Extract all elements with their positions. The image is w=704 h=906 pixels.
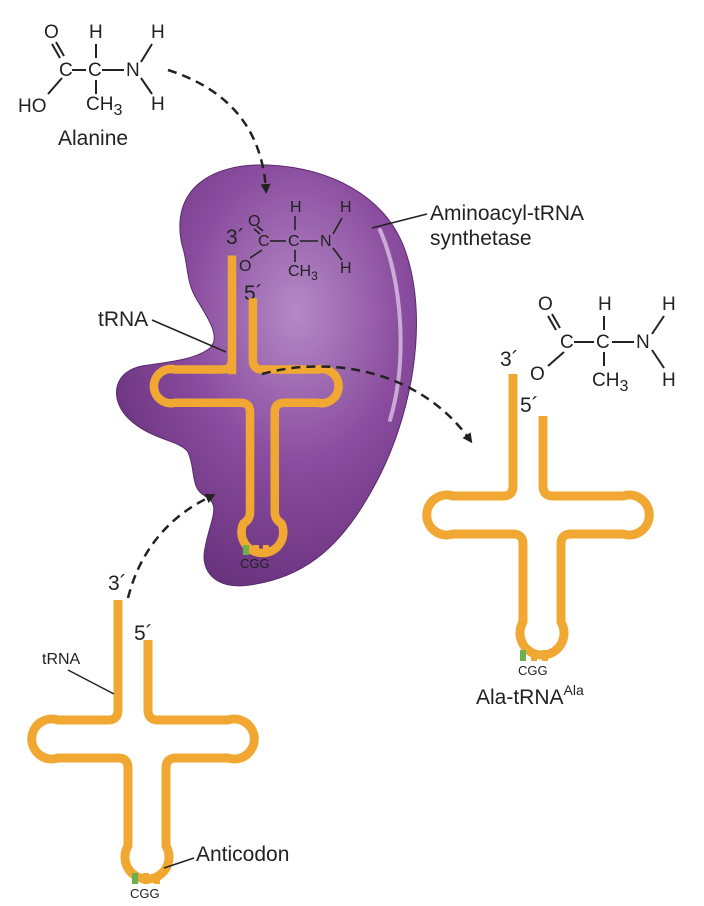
product-alanine: O C C H N H H O CH3 [530,294,676,395]
product-ch3: CH3 [592,370,628,395]
alanine-h-alpha: H [89,22,103,43]
alanine-o: O [44,22,59,43]
product-c2: C [596,332,610,353]
bound-alanine: O C C H N H H O CH3 [239,199,352,283]
alanine-n: N [126,60,140,81]
synthetase-label-line2: synthetase [430,227,532,250]
product-trna-5prime: 5´ [520,394,539,417]
product-anticodon-bases [520,650,548,661]
product-anticodon-seq: CGG [518,663,548,678]
free-trna-5prime: 5´ [134,622,153,645]
bound-trna-3prime: 3´ [226,226,245,249]
product-label: Ala-tRNAAla [476,682,584,709]
alanine-c1: C [59,60,73,81]
bound-h-alpha: H [290,199,302,216]
free-trna-label: tRNA [42,651,81,668]
bound-o-ester: O [239,258,251,275]
bound-c1: C [258,233,270,250]
product-h2: H [662,370,676,391]
enzyme-highlight [378,228,403,422]
product-o-top: O [538,294,553,315]
arrow-alanine-to-enzyme [167,68,271,194]
bound-anticodon-seq: CGG [240,556,270,571]
free-anticodon-seq: CGG [130,886,160,901]
arrow-enzyme-to-product [261,365,473,444]
product-h-alpha: H [598,294,612,315]
bound-ch3: CH3 [288,263,318,283]
product-h1: H [662,294,676,315]
alanine-ch3: CH3 [86,94,122,119]
bound-h2: H [340,260,352,277]
anticodon-label: Anticodon [196,843,289,866]
alanine-molecule: O HO C H C N H H CH3 [18,22,165,119]
product-o-ester: O [530,364,545,385]
bound-c2: C [288,233,300,250]
alanine-label: Alanine [58,127,128,150]
free-anticodon-bases [132,873,160,884]
bound-h1: H [340,199,352,216]
free-trna-3prime: 3´ [108,572,127,595]
alanine-ho: HO [18,96,47,117]
alanine-h2: H [151,94,165,115]
product-c1: C [560,332,574,353]
synthetase-label-line1: Aminoacyl-tRNA [430,202,584,225]
arrow-trna-to-enzyme [126,493,216,599]
bound-anticodon-bases [243,545,269,555]
product-n: N [636,332,650,353]
alanine-c2: C [88,60,102,81]
bound-n: N [320,233,332,250]
synthetase-enzyme [116,164,417,587]
alanine-h1: H [151,22,165,43]
bound-trna-label: tRNA [98,308,148,331]
product-trna-3prime: 3´ [500,348,519,371]
